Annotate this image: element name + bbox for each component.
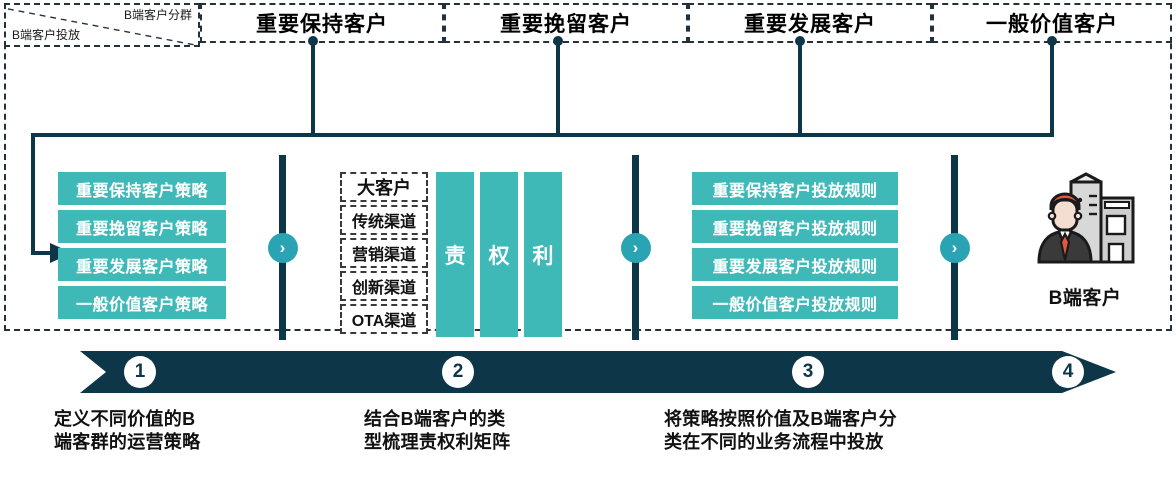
caption-line: 定义不同价值的B: [54, 409, 196, 429]
caption-line: 端客群的运营策略: [54, 432, 201, 453]
matrix-row-label: OTA渠道: [351, 313, 417, 330]
header-label: 重要发展客户: [744, 13, 876, 36]
header-label: 重要挽留客户: [500, 13, 632, 36]
matrix-row-label: 营销渠道: [351, 247, 416, 264]
chevron-right-icon[interactable]: ›: [267, 232, 298, 263]
strategy-chip[interactable]: 重要保持客户策略: [58, 172, 226, 205]
matrix-row[interactable]: 创新渠道: [340, 271, 428, 301]
step-badge-2[interactable]: 2: [442, 356, 474, 388]
header-cell-important-keep[interactable]: 重要保持客户: [200, 3, 444, 43]
chevron-glyph: ›: [279, 238, 286, 257]
caption-line: 类在不同的业务流程中投放: [664, 432, 884, 453]
header-cell-important-develop[interactable]: 重要发展客户: [688, 3, 932, 43]
step-caption-1: 定义不同价值的B 端客群的运营策略: [54, 408, 284, 454]
corner-label-segmentation: B端客户分群: [123, 8, 192, 22]
timeline-arrow-shape: [52, 351, 1116, 393]
rule-chip[interactable]: 一般价值客户投放规则: [692, 286, 898, 319]
caption-line: 将策略按照价值及B端客户分: [664, 409, 897, 429]
header-label: 重要保持客户: [256, 13, 388, 36]
chip-label: 重要保持客户投放规则: [712, 182, 878, 200]
step-badge-1[interactable]: 1: [124, 356, 156, 388]
business-customer-icon: [1037, 172, 1135, 264]
matrix-row[interactable]: 大客户: [340, 172, 428, 202]
chip-label: 重要保持客户策略: [75, 182, 208, 200]
step-badge-4[interactable]: 4: [1052, 356, 1084, 388]
chevron-glyph: ›: [632, 238, 639, 257]
timeline-arrow: 1 2 3 4: [52, 351, 1116, 393]
matrix-row-label: 大客户: [357, 178, 411, 198]
group-strategies: 重要保持客户策略 重要挽留客户策略 重要发展客户策略 一般价值客户策略: [58, 172, 226, 324]
strategy-chip[interactable]: 重要挽留客户策略: [58, 210, 226, 243]
group-matrix: 大客户 传统渠道 营销渠道 创新渠道 OTA渠道 责 权 利: [340, 172, 562, 342]
caption-line: 结合B端客户的类: [364, 409, 506, 429]
strategy-chip[interactable]: 重要发展客户策略: [58, 248, 226, 281]
group-rules: 重要保持客户投放规则 重要挽留客户投放规则 重要发展客户投放规则 一般价值客户投…: [692, 172, 898, 324]
step-number: 1: [134, 361, 146, 382]
group-target-customer: B端客户: [1020, 172, 1150, 310]
matrix-column-benefit[interactable]: 利: [524, 172, 562, 337]
matrix-row[interactable]: 营销渠道: [340, 238, 428, 268]
chip-label: 一般价值客户策略: [75, 296, 208, 314]
chip-label: 重要挽留客户投放规则: [712, 220, 878, 238]
matrix-row[interactable]: OTA渠道: [340, 304, 428, 334]
target-customer-label: B端客户: [1048, 288, 1122, 309]
rule-chip[interactable]: 重要发展客户投放规则: [692, 248, 898, 281]
matrix-column-label: 利: [532, 244, 554, 268]
matrix-columns: 责 权 利: [436, 172, 562, 337]
matrix-row[interactable]: 传统渠道: [340, 205, 428, 235]
chip-label: 重要发展客户投放规则: [712, 258, 878, 276]
step-caption-2: 结合B端客户的类 型梳理责权利矩阵: [364, 408, 594, 454]
chevron-right-icon[interactable]: ›: [939, 232, 970, 263]
rule-chip[interactable]: 重要保持客户投放规则: [692, 172, 898, 205]
corner-label-placement: B端客户投放: [12, 28, 81, 42]
step-separator-1: ›: [267, 155, 298, 340]
caption-line: 型梳理责权利矩阵: [364, 432, 511, 453]
step-number: 3: [802, 361, 814, 382]
corner-split-cell: B端客户分群 B端客户投放: [4, 3, 200, 47]
matrix-column-duty[interactable]: 责: [436, 172, 474, 337]
header-label: 一般价值客户: [986, 13, 1118, 36]
matrix-row-label: 传统渠道: [351, 214, 416, 231]
step-separator-3: ›: [939, 155, 970, 340]
step-number: 2: [452, 361, 464, 382]
matrix-column-right[interactable]: 权: [480, 172, 518, 337]
matrix-row-labels: 大客户 传统渠道 营销渠道 创新渠道 OTA渠道: [340, 172, 428, 337]
step-badge-3[interactable]: 3: [792, 356, 824, 388]
step-separator-2: ›: [620, 155, 651, 340]
matrix-column-label: 权: [488, 244, 510, 268]
chevron-glyph: ›: [951, 238, 958, 257]
chip-label: 重要挽留客户策略: [75, 220, 208, 238]
rule-chip[interactable]: 重要挽留客户投放规则: [692, 210, 898, 243]
step-caption-3: 将策略按照价值及B端客户分 类在不同的业务流程中投放: [664, 408, 994, 454]
chip-label: 一般价值客户投放规则: [712, 296, 878, 314]
strategy-chip[interactable]: 一般价值客户策略: [58, 286, 226, 319]
chevron-right-icon[interactable]: ›: [620, 232, 651, 263]
step-number: 4: [1062, 361, 1074, 382]
chip-label: 重要发展客户策略: [75, 258, 208, 276]
matrix-row-label: 创新渠道: [351, 280, 416, 297]
matrix-column-label: 责: [444, 244, 466, 268]
header-cell-important-retain[interactable]: 重要挽留客户: [444, 3, 688, 43]
